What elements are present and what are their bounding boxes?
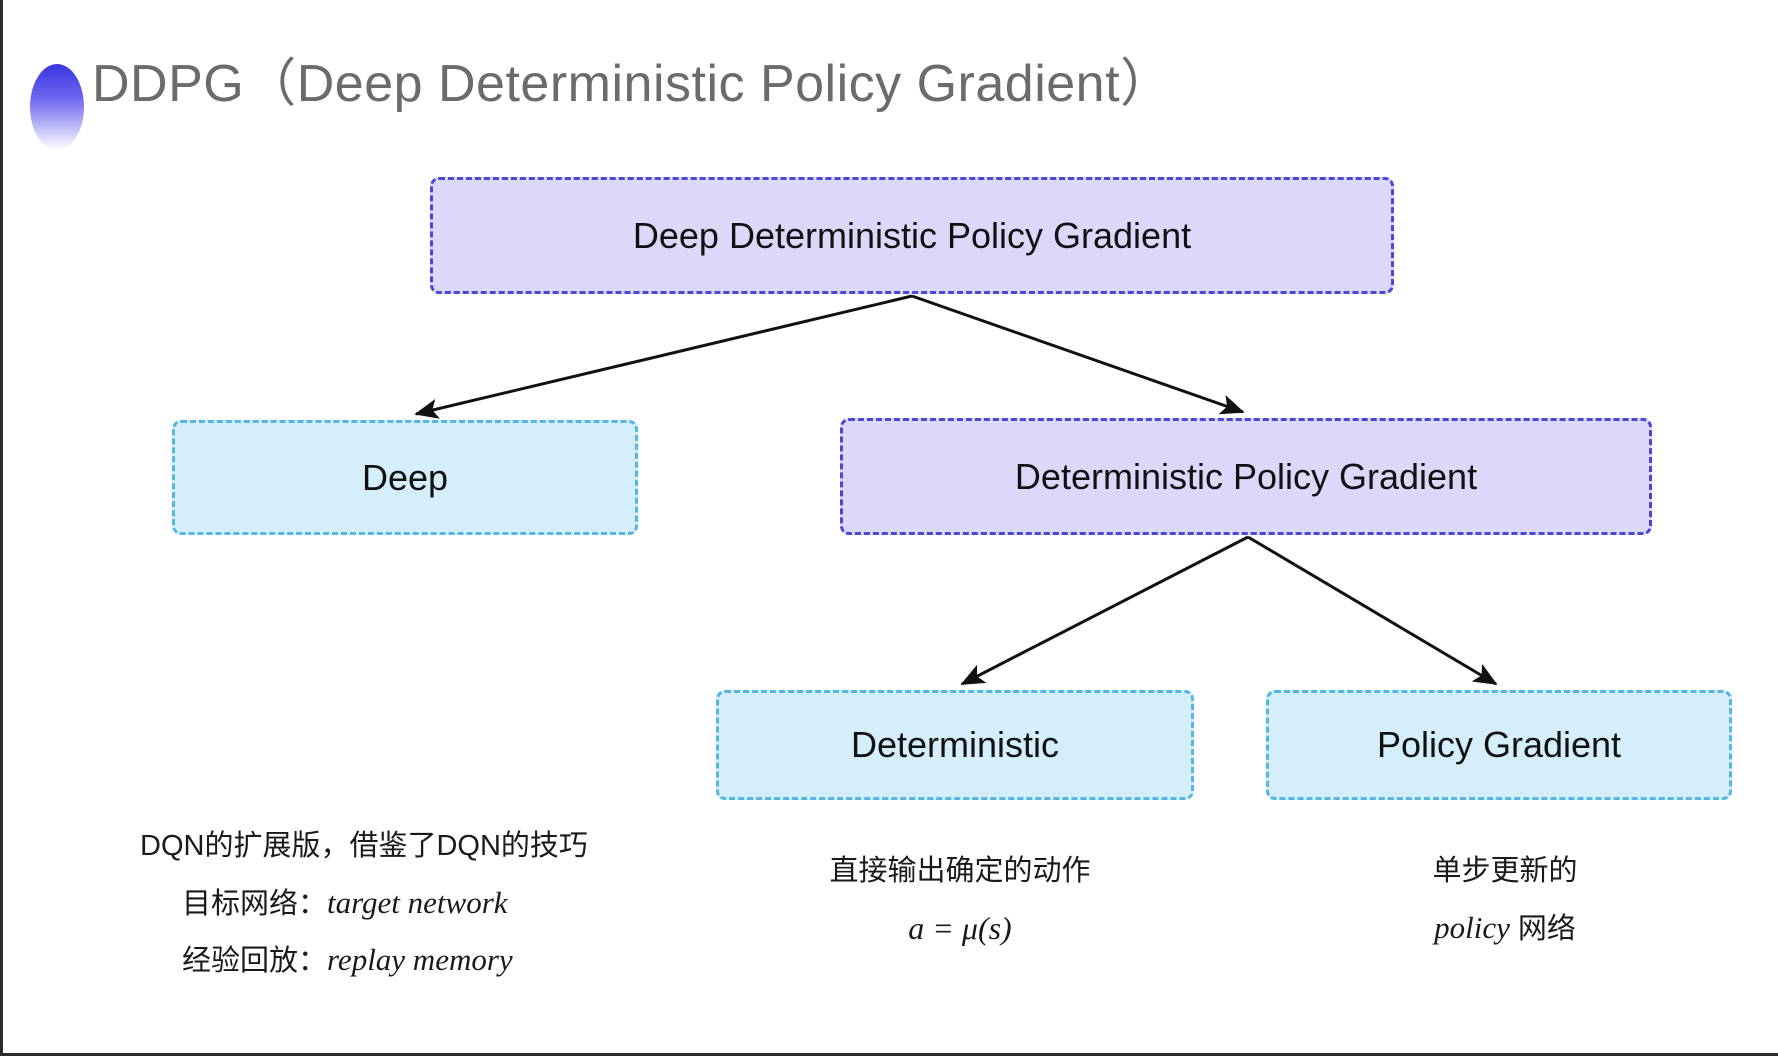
caption-label: 经验回放： — [182, 945, 328, 978]
node-label: Deep — [361, 456, 449, 498]
slide-bottom-border — [0, 1053, 1778, 1056]
formula-text: a = μ(s) — [908, 909, 1012, 946]
caption-term: policy — [1434, 909, 1510, 945]
page-title: DDPG（Deep Deterministic Policy Gradient） — [92, 55, 1173, 113]
caption-deterministic: 直接输出确定的动作 a = μ(s) — [790, 845, 1130, 958]
caption-line: 直接输出确定的动作 — [829, 855, 1091, 887]
edge-root-to-deep — [414, 294, 913, 419]
node-deterministic-policy-gradient[interactable]: Deterministic Policy Gradient — [840, 418, 1652, 535]
node-deep-deterministic-policy-gradient[interactable]: Deep Deterministic Policy Gradient — [430, 177, 1394, 294]
node-label: Deterministic Policy Gradient — [1014, 455, 1478, 497]
caption-line: 经验回放：replay memory — [140, 931, 588, 989]
node-deterministic[interactable]: Deterministic — [716, 690, 1194, 800]
caption-label: 目标网络： — [182, 887, 328, 920]
title-bullet-icon — [30, 64, 84, 150]
caption-suffix: 网络 — [1509, 912, 1576, 945]
edge-root-to-dpg — [911, 294, 1245, 415]
caption-formula: a = μ(s) — [790, 899, 1130, 958]
node-label: Deterministic — [850, 724, 1060, 766]
caption-deep: DQN的扩展版，借鉴了DQN的技巧 目标网络：target network 经验… — [140, 820, 588, 989]
caption-line: 单步更新的 — [1432, 855, 1578, 887]
caption-line: policy 网络 — [1340, 899, 1670, 957]
node-label: Policy Gradient — [1376, 724, 1622, 766]
caption-term: replay memory — [327, 942, 513, 978]
slide-left-border — [0, 0, 3, 1056]
caption-term: target network — [327, 884, 508, 920]
node-label: Deep Deterministic Policy Gradient — [632, 214, 1192, 256]
node-policy-gradient[interactable]: Policy Gradient — [1266, 690, 1732, 800]
caption-line: DQN的扩展版，借鉴了DQN的技巧 — [140, 830, 588, 862]
edge-dpg-to-policy-gradient — [1247, 535, 1498, 686]
caption-policy-gradient: 单步更新的 policy 网络 — [1340, 845, 1670, 956]
caption-line: 目标网络：target network — [140, 874, 588, 932]
node-deep[interactable]: Deep — [172, 420, 638, 535]
edge-dpg-to-deterministic — [960, 535, 1249, 686]
slide-title-row: DDPG（Deep Deterministic Policy Gradient） — [30, 55, 1173, 150]
